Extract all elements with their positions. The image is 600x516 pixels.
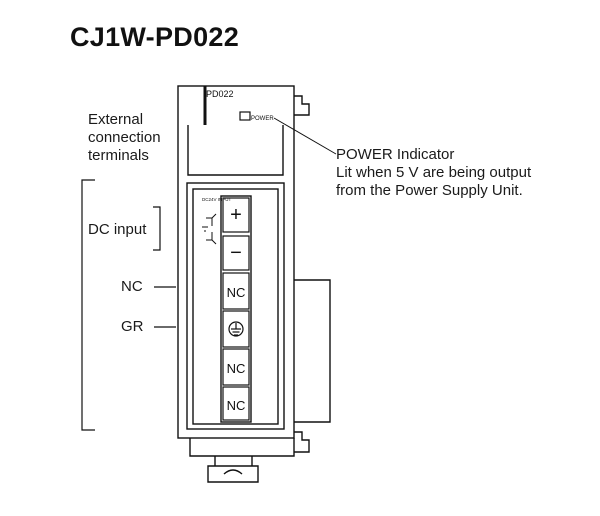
dc-input-label: DC input	[88, 221, 147, 238]
terminal-block	[186, 182, 285, 430]
power-indicator-annotation: POWER Indicator Lit when 5 V are being o…	[336, 146, 532, 199]
terminal-nc-3	[222, 386, 250, 421]
terminal-nc-2-label: NC	[227, 361, 246, 376]
upper-panel	[187, 125, 284, 176]
terminal-ground	[222, 310, 250, 348]
ground-icon	[228, 321, 244, 337]
power-led	[239, 111, 251, 121]
terminal-nc-3-label: NC	[227, 398, 246, 413]
input-label: DC24V INPUT	[202, 197, 232, 202]
gr-label: GR	[121, 318, 144, 335]
terminal-plus	[222, 197, 250, 233]
terminal-minus	[222, 235, 250, 271]
terminal-minus-label: −	[230, 242, 242, 264]
terminal-nc-2	[222, 348, 250, 386]
external-terminals-bracket	[81, 179, 95, 431]
nc-label: NC	[121, 278, 143, 295]
terminal-nc-1	[222, 272, 250, 310]
dc-input-bracket	[153, 206, 161, 251]
side-connector	[294, 279, 331, 423]
page-title: CJ1W-PD022	[70, 22, 240, 52]
terminal-nc-1-label: NC	[227, 285, 246, 300]
module-body	[177, 85, 295, 439]
power-led-label: POWER	[251, 116, 274, 122]
module-label: PD022	[206, 89, 234, 99]
terminal-plus-label: +	[230, 204, 242, 226]
external-terminals-label: External connection terminals	[88, 111, 161, 164]
